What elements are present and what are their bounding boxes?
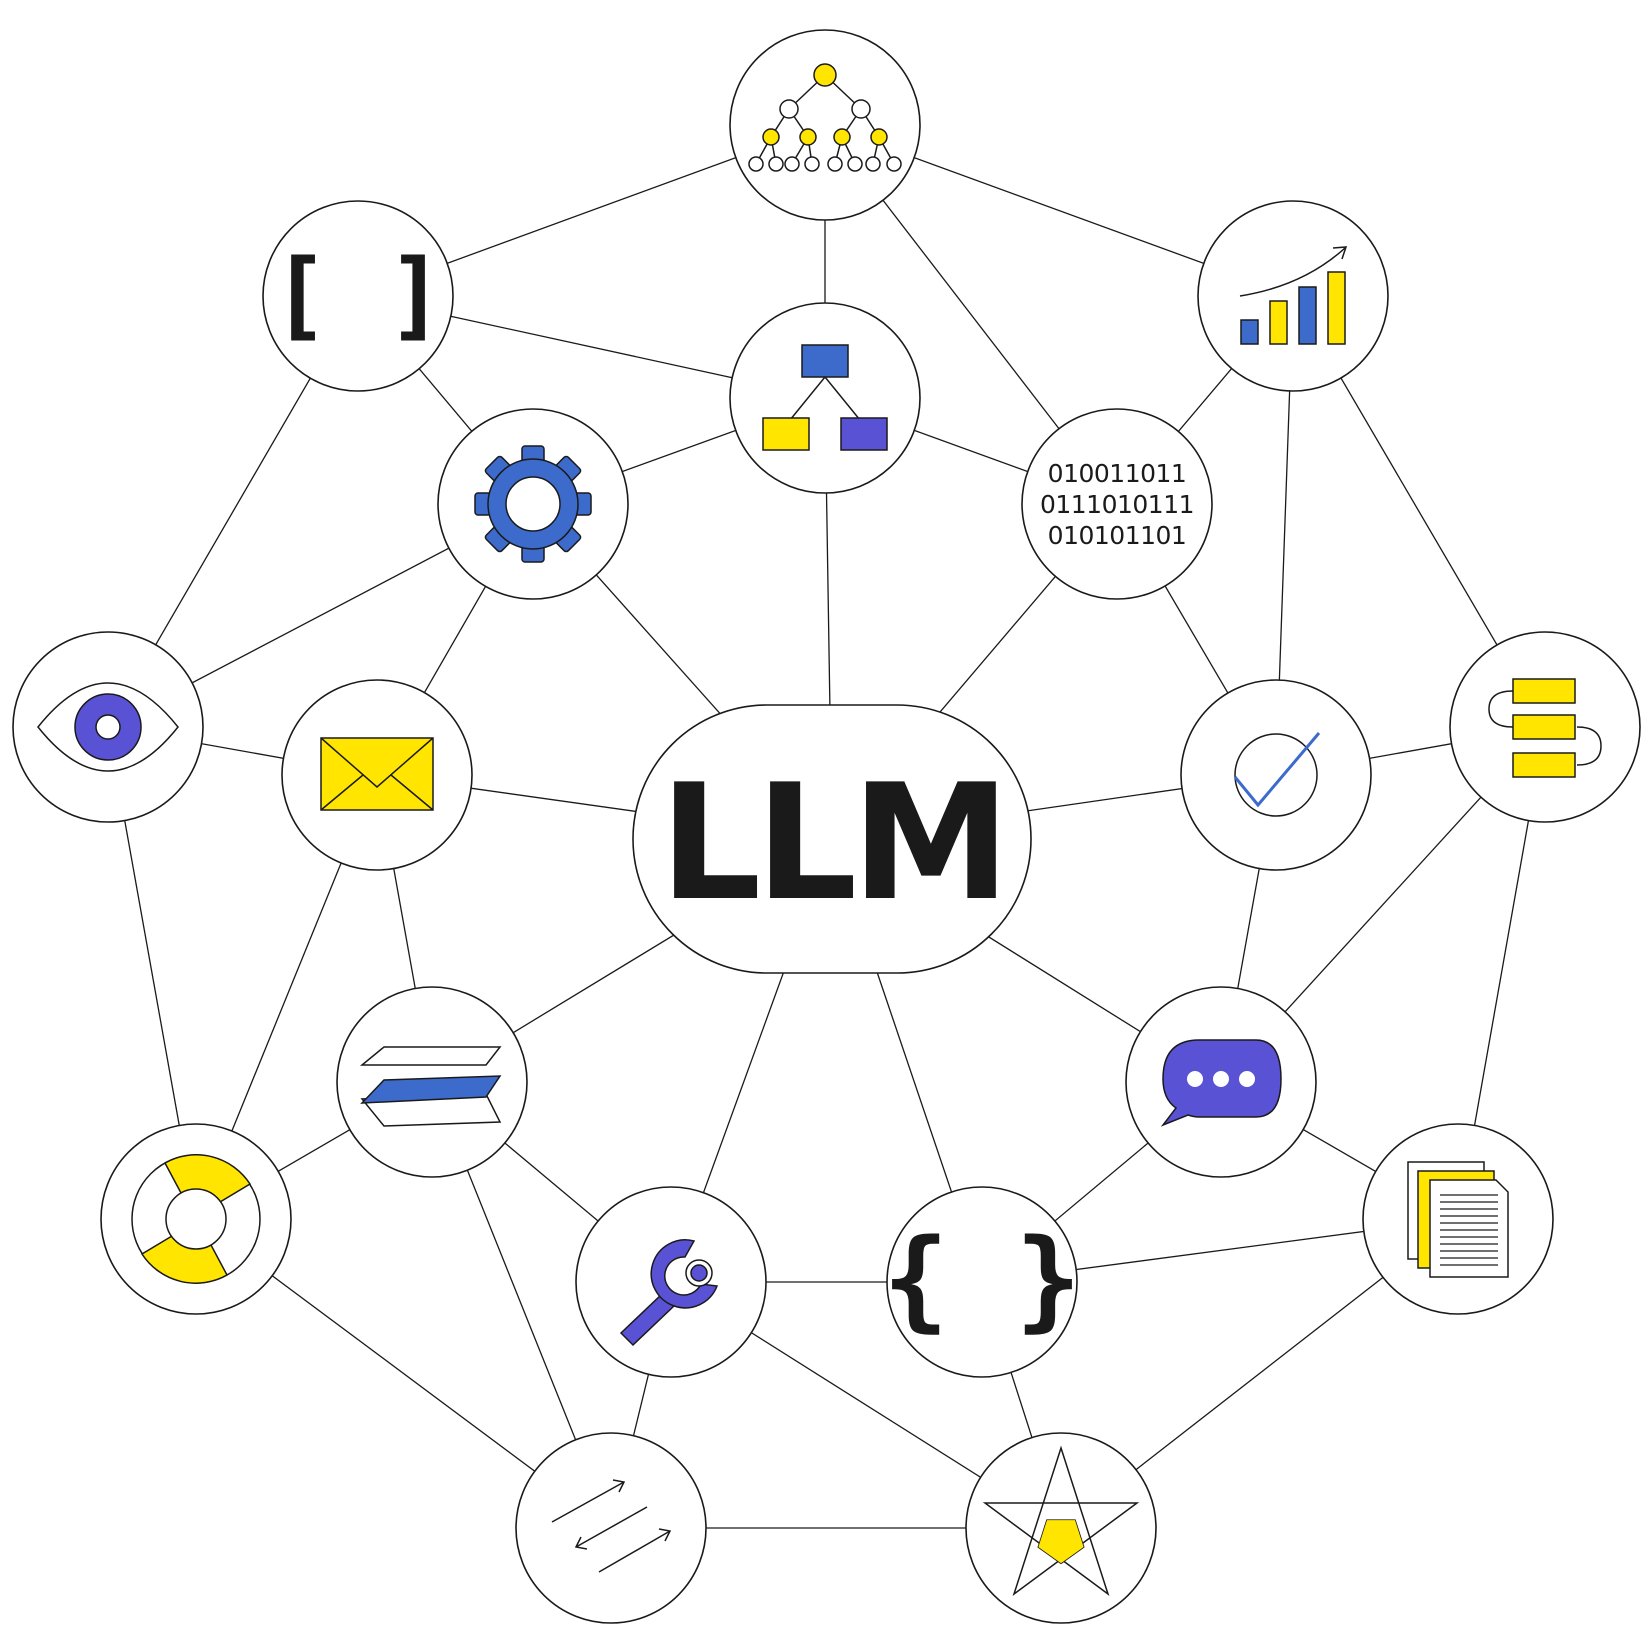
flow-node [1449, 631, 1641, 823]
binary-line: 010011011 [1048, 459, 1187, 488]
arrows-node [515, 1432, 707, 1624]
check-node [1180, 679, 1372, 871]
tree-node [729, 29, 921, 221]
binary-line: 010101101 [1048, 521, 1187, 550]
envelope-icon [320, 737, 434, 811]
tree-hierarchy-icon [748, 63, 902, 172]
chat-bubble-icon [1160, 1039, 1282, 1127]
braces-node: { } [883, 1186, 1082, 1378]
gear-icon [474, 445, 592, 563]
binary-line: 0111010111 [1040, 490, 1194, 519]
ring-node [100, 1123, 292, 1315]
star-icon [982, 1445, 1140, 1596]
org-chart-node [729, 302, 921, 494]
transfer-arrows-icon [551, 1479, 672, 1573]
ring-chart-icon [131, 1154, 261, 1284]
wrench-icon [619, 1239, 719, 1347]
eye-node [12, 631, 204, 823]
mail-node [281, 679, 473, 871]
square-brackets-icon: [ ] [271, 239, 444, 351]
brackets-node: [ ] [262, 200, 454, 392]
layers-icon [359, 1046, 502, 1127]
chart-node [1197, 200, 1389, 392]
star-node [965, 1432, 1157, 1624]
eye-icon [37, 682, 179, 772]
curly-braces-icon: { } [883, 1215, 1082, 1343]
checkmark-icon [1233, 732, 1321, 817]
layers-node [336, 986, 528, 1178]
llm-label: LLM [659, 749, 1004, 936]
binary-code-icon: 010011011 0111010111 010101101 [1040, 459, 1195, 550]
docs-node [1362, 1123, 1554, 1315]
bar-chart-growth-icon [1239, 246, 1348, 345]
gear-node [437, 408, 629, 600]
binary-node: 010011011 0111010111 010101101 [1021, 408, 1213, 600]
llm-center-node: LLM [632, 704, 1032, 974]
wrench-node [575, 1186, 767, 1378]
chat-node [1125, 986, 1317, 1178]
documents-icon [1407, 1161, 1509, 1278]
org-chart-icon [762, 344, 888, 451]
process-flow-icon [1488, 678, 1602, 778]
